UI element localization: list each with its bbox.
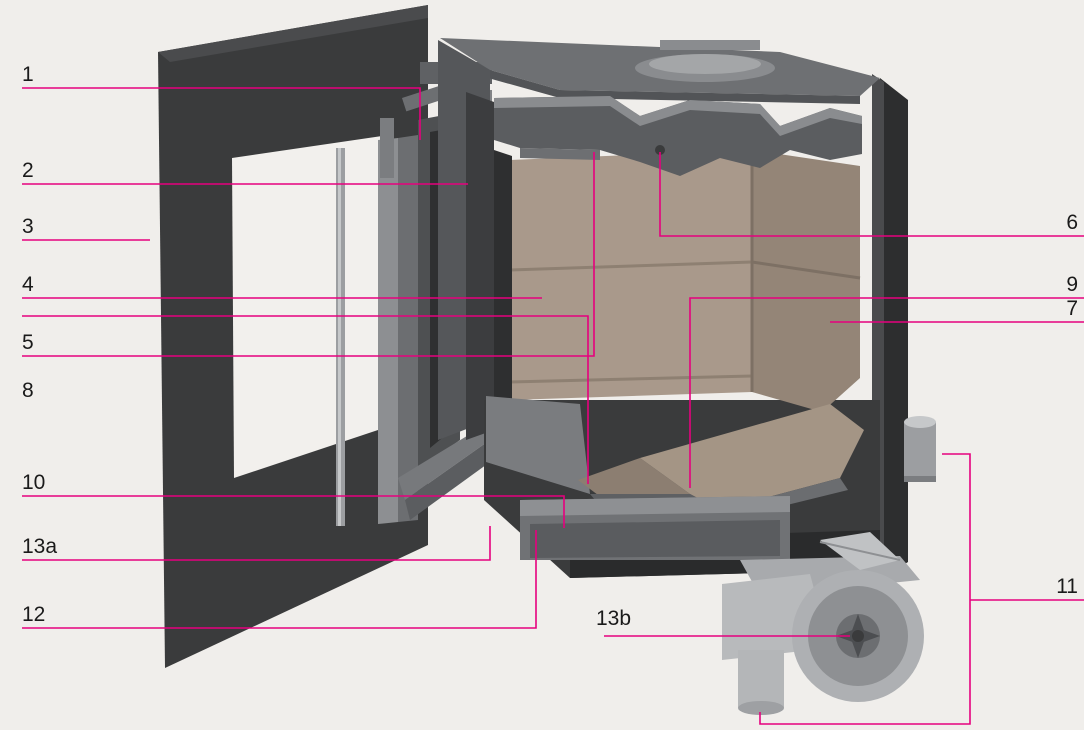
callout-label-4: 4 xyxy=(22,273,34,296)
callout-label-9: 9 xyxy=(1066,273,1078,296)
leader-line-8 xyxy=(22,315,589,484)
callout-label-10: 10 xyxy=(22,471,46,494)
blower-fan xyxy=(722,556,924,715)
leader-line-5 xyxy=(22,152,595,357)
leader-line-1 xyxy=(22,87,421,140)
callout-label-1: 1 xyxy=(22,63,34,86)
blower-bracket xyxy=(819,532,901,570)
door-frame-panel xyxy=(158,5,428,668)
callout-label-2: 2 xyxy=(22,159,34,182)
leader-line-9 xyxy=(689,297,1084,488)
baffle-plate xyxy=(494,96,862,176)
callout-label-5: 5 xyxy=(22,331,34,354)
combustion-air-pipe xyxy=(904,416,936,482)
callout-label-3: 3 xyxy=(22,215,34,238)
callout-label-13a: 13a xyxy=(22,535,58,558)
leader-line-10 xyxy=(22,495,565,528)
callout-label-11: 11 xyxy=(1056,575,1078,598)
leader-line-12 xyxy=(22,530,537,629)
firebrick-lining xyxy=(494,150,861,412)
callout-label-6: 6 xyxy=(1066,211,1078,234)
leader-line-6 xyxy=(659,152,1084,237)
callout-label-12: 12 xyxy=(22,603,46,626)
callout-label-8: 8 xyxy=(22,379,34,402)
leader-line-13a xyxy=(22,526,491,561)
grate-ash-area xyxy=(486,396,864,560)
leader-lines xyxy=(22,87,1084,725)
callout-label-7: 7 xyxy=(1066,297,1078,320)
leader-line-11-top xyxy=(759,453,971,725)
callout-label-13b: 13b xyxy=(596,607,632,630)
